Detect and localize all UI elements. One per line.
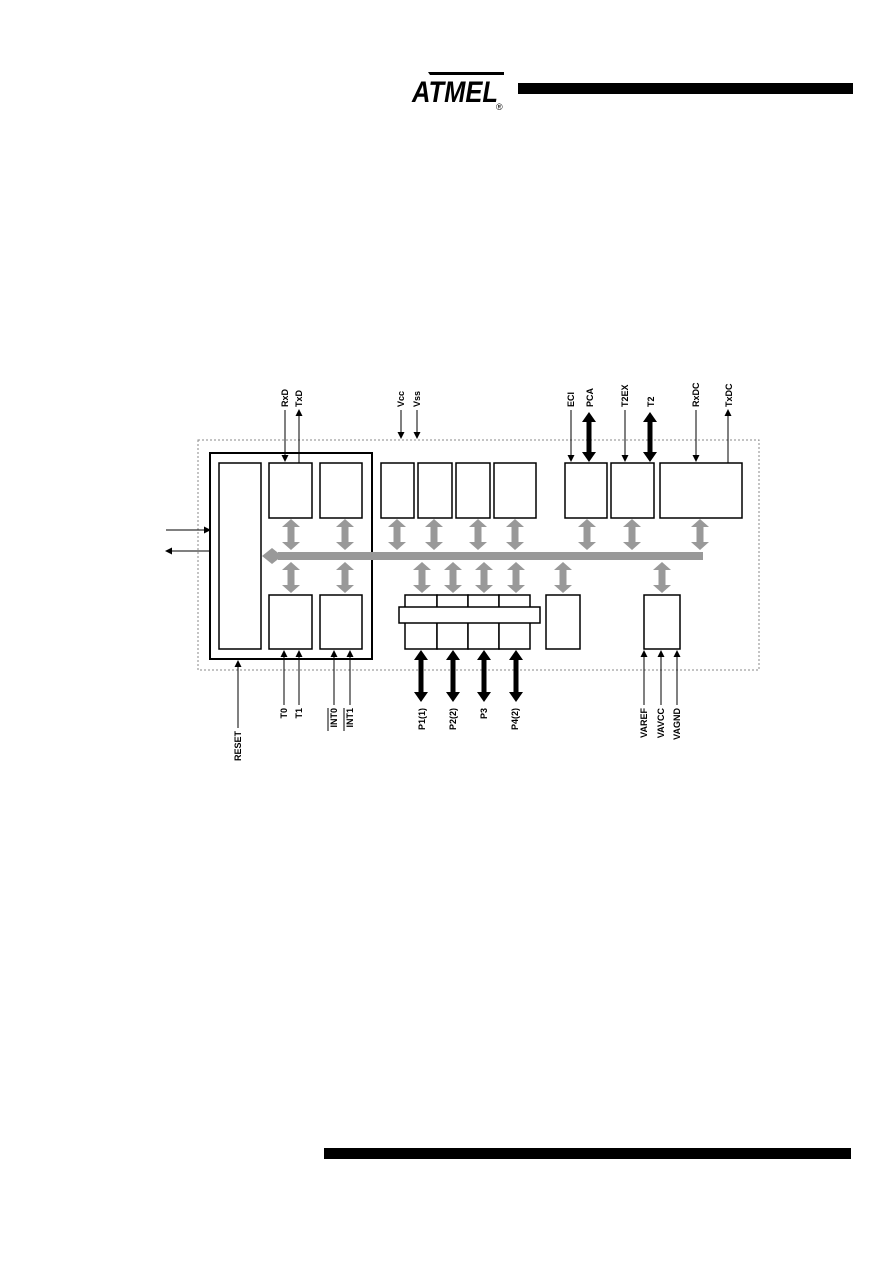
pin-label-rxd: RxD xyxy=(280,388,290,407)
bus-tap-arrow xyxy=(336,519,354,550)
bus-tap-arrow xyxy=(444,562,462,593)
port-arrow xyxy=(643,412,657,462)
header-rule xyxy=(518,83,853,94)
pin-label-int1: INT1 xyxy=(345,708,355,728)
port-overlay-bar xyxy=(398,606,541,624)
bus-tap-arrow xyxy=(623,519,641,550)
cpu-block xyxy=(218,462,262,650)
bus-tap-arrow xyxy=(691,519,709,550)
block-top-3 xyxy=(380,462,415,519)
pin-label-txd: TxD xyxy=(294,389,304,407)
svg-text:ATMEL: ATMEL xyxy=(411,76,498,109)
bus-tap-arrow xyxy=(282,519,300,550)
pca-block xyxy=(564,462,608,519)
port-arrow xyxy=(582,412,596,462)
pin-label-vss: Vss xyxy=(412,391,422,407)
interrupt-block xyxy=(319,594,363,650)
bus-tap-arrow xyxy=(469,519,487,550)
block-top-6 xyxy=(493,462,537,519)
pin-label-varef: VAREF xyxy=(639,708,649,738)
bidirectional-port-arrows xyxy=(414,412,657,702)
pin-label-reset: RESET xyxy=(233,731,243,762)
svg-text:®: ® xyxy=(496,102,503,110)
bus-tap-arrow xyxy=(425,519,443,550)
footer-rule xyxy=(324,1148,851,1159)
adc-block xyxy=(643,594,681,650)
bus-tap-arrow xyxy=(578,519,596,550)
bus-taps xyxy=(282,519,709,593)
pin-label-t2: T2 xyxy=(646,396,656,407)
can-block xyxy=(659,462,743,519)
port-arrow xyxy=(446,650,460,702)
bus-core-arrow xyxy=(262,548,282,564)
chip-boundary xyxy=(197,439,760,671)
pin-label-t1: T1 xyxy=(294,708,304,719)
pin-label-vavcc: VAVCC xyxy=(656,708,666,739)
bus-tap-arrow xyxy=(507,562,525,593)
port-arrow xyxy=(509,650,523,702)
bus-tap-arrow xyxy=(388,519,406,550)
pin-label-pca: PCA xyxy=(585,387,595,407)
pin-label-t0: T0 xyxy=(279,708,289,719)
pin-label-p4: P4(2) xyxy=(510,708,520,730)
bus-tap-arrow xyxy=(506,519,524,550)
block-top-2 xyxy=(319,462,363,519)
bus-tap-arrow xyxy=(554,562,572,593)
block-top-4 xyxy=(417,462,453,519)
port-arrow xyxy=(477,650,491,702)
pin-label-eci: ECI xyxy=(566,392,576,407)
pin-label-vagnd: VAGND xyxy=(672,708,682,740)
pin-label-p3: P3 xyxy=(479,708,489,719)
bus-tap-arrow xyxy=(282,562,300,593)
pin-label-t2ex: T2EX xyxy=(620,384,630,407)
atmel-logo: ATMEL ® xyxy=(411,72,504,110)
port-arrow xyxy=(414,650,428,702)
timer01-block xyxy=(268,594,313,650)
pin-label-vcc: Vcc xyxy=(396,391,406,407)
internal-bus xyxy=(278,552,703,560)
pin-label-p1: P1(1) xyxy=(417,708,427,730)
pin-label-p2: P2(2) xyxy=(448,708,458,730)
pin-label-int0: INT0 xyxy=(329,708,339,728)
block-top-5 xyxy=(455,462,491,519)
uart-block xyxy=(268,462,313,519)
bus-tap-arrow xyxy=(653,562,671,593)
bus-tap-arrow xyxy=(336,562,354,593)
pin-label-rxdc: RxDC xyxy=(691,382,701,407)
bus-tap-arrow xyxy=(475,562,493,593)
pin-label-txdc: TxDC xyxy=(724,383,734,407)
bus-tap-arrow xyxy=(413,562,431,593)
timer2-block xyxy=(610,462,655,519)
top-pin-labels: RxD TxD Vcc Vss ECI PCA T2EX T2 RxDC TxD… xyxy=(280,382,734,407)
pin-wires xyxy=(234,409,741,728)
bottom-pin-labels: RESET T0 T1 INT0 INT1 P1(1) P2(2) P3 P4(… xyxy=(233,708,682,762)
block-bottom-7 xyxy=(545,594,581,650)
